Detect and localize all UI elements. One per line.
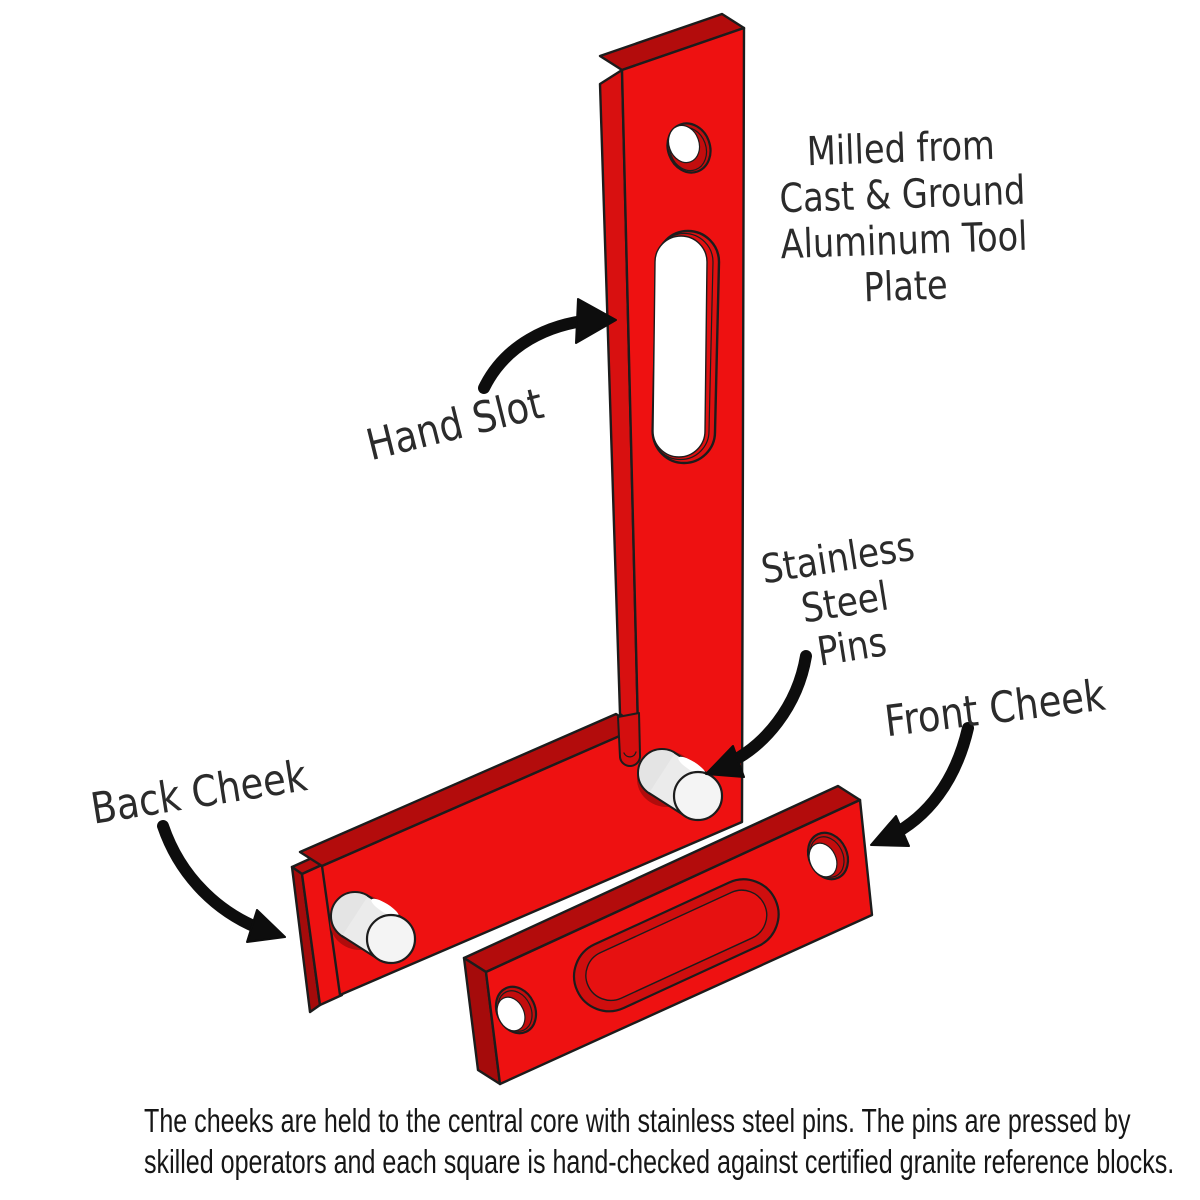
recess-floor bbox=[585, 889, 768, 1002]
caption-line-2: skilled operators and each square is han… bbox=[144, 1143, 1175, 1180]
core-front-face bbox=[320, 26, 746, 997]
back-cheek-arrow-line bbox=[157, 820, 272, 937]
front-cheek-arrow bbox=[870, 722, 974, 847]
pin-left-face bbox=[365, 913, 417, 965]
back-cheek-arrow bbox=[157, 820, 286, 943]
central-core bbox=[298, 12, 746, 997]
front-cheek-recess bbox=[572, 878, 780, 1013]
stainless-steel-pins bbox=[330, 748, 724, 965]
material-label: Milled from Cast & Ground Aluminum Tool … bbox=[754, 121, 1053, 315]
caption-line-1: The cheeks are held to the central core … bbox=[144, 1102, 1131, 1139]
front-cheek-hole-right bbox=[806, 831, 850, 881]
front-cheek bbox=[462, 784, 874, 1086]
relief-slot-chamfer bbox=[623, 751, 637, 758]
hole-right-through bbox=[808, 842, 838, 878]
pin-left-highlight bbox=[371, 898, 399, 918]
pin-right-face bbox=[672, 770, 724, 822]
hand-slot-chamfer bbox=[651, 232, 714, 461]
hanging-hole-through bbox=[667, 124, 701, 164]
hand-slot-arrow-head bbox=[575, 298, 617, 344]
hanging-hole bbox=[666, 122, 712, 174]
back-cheek-arrow-head bbox=[246, 909, 286, 943]
pins-arrow-head bbox=[705, 745, 745, 778]
hole-left-through bbox=[496, 996, 526, 1032]
hand-slot-arrow bbox=[478, 298, 617, 394]
pins-label: Stainless Steel Pins bbox=[743, 522, 948, 684]
stainless-steel-pin-right bbox=[637, 748, 724, 822]
relief-slot bbox=[617, 712, 642, 767]
hand-slot bbox=[651, 229, 721, 465]
stainless-steel-pin-left bbox=[330, 891, 417, 965]
front-cheek-arrow-head bbox=[870, 815, 910, 847]
hand-slot-through bbox=[652, 235, 708, 458]
pin-right-highlight bbox=[678, 756, 706, 776]
pins-arrow bbox=[705, 650, 812, 778]
annotation-arrows bbox=[157, 298, 974, 943]
caption: The cheeks are held to the central core … bbox=[0, 1100, 1200, 1182]
front-cheek-hole-left bbox=[494, 985, 538, 1035]
